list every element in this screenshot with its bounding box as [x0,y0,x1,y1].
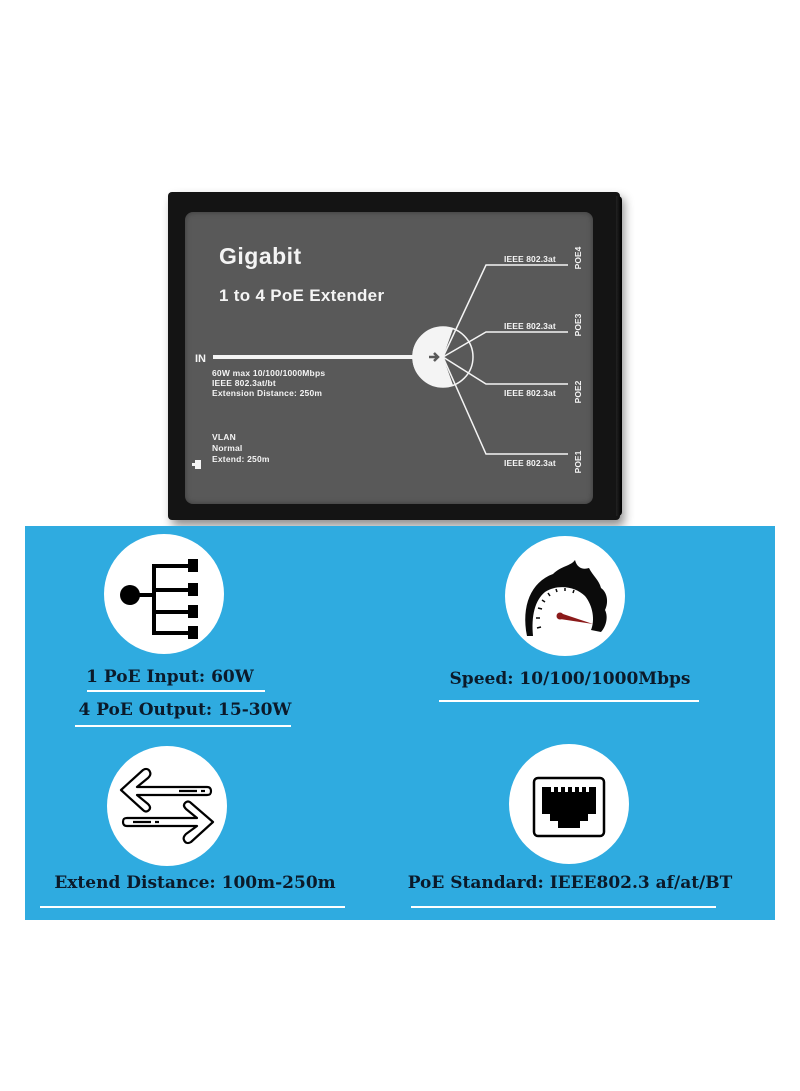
feature-speed: Speed: 10/100/1000Mbps [449,669,691,689]
device-subtitle: 1 to 4 PoE Extender [219,286,385,305]
feature-poe-standard: PoE Standard: IEEE802.3 af/at/BT [407,873,733,893]
switch-mode-extend: Extend: 250m [212,454,270,464]
feature-poe-output: 4 PoE Output: 15-30W [78,700,292,720]
features-band: 1 PoE Input: 60W 4 PoE Output: 15-30W Sp… [25,526,775,920]
device-title: Gigabit [219,243,302,269]
speedometer-icon [505,536,625,656]
port-split-diagram-icon [213,264,568,455]
switch-mode-normal: Normal [212,443,243,453]
divider [40,906,345,908]
port-standard-poe2: IEEE 802.3at [504,388,556,398]
port-label-poe3: POE3 [573,313,583,337]
input-spec-standard: IEEE 802.3at/bt [212,378,276,388]
device-label-panel: Gigabit 1 to 4 PoE Extender IN 60W max 1… [185,212,593,504]
port-standard-poe3: IEEE 802.3at [504,321,556,331]
mode-switch-icon [192,460,201,469]
port-label-poe2: POE2 [573,380,583,404]
port-standard-poe4: IEEE 802.3at [504,254,556,264]
input-spec-power-speed: 60W max 10/100/1000Mbps [212,368,326,378]
bidirectional-arrows-icon [107,746,227,866]
input-port-label: IN [195,353,206,365]
port-label-poe4: POE4 [573,246,583,270]
feature-extend-distance: Extend Distance: 100m-250m [54,873,336,893]
input-spec-distance: Extension Distance: 250m [212,388,323,398]
divider [75,725,291,727]
switch-mode-vlan: VLAN [212,432,236,442]
divider [411,906,716,908]
ethernet-port-icon [509,744,629,864]
divider [439,700,699,702]
poe-split-icon [104,534,224,654]
port-label-poe1: POE1 [573,450,583,474]
divider [87,690,265,692]
poe-extender-device: Gigabit 1 to 4 PoE Extender IN 60W max 1… [168,192,622,520]
feature-poe-input: 1 PoE Input: 60W [86,667,254,687]
port-standard-poe1: IEEE 802.3at [504,458,556,468]
